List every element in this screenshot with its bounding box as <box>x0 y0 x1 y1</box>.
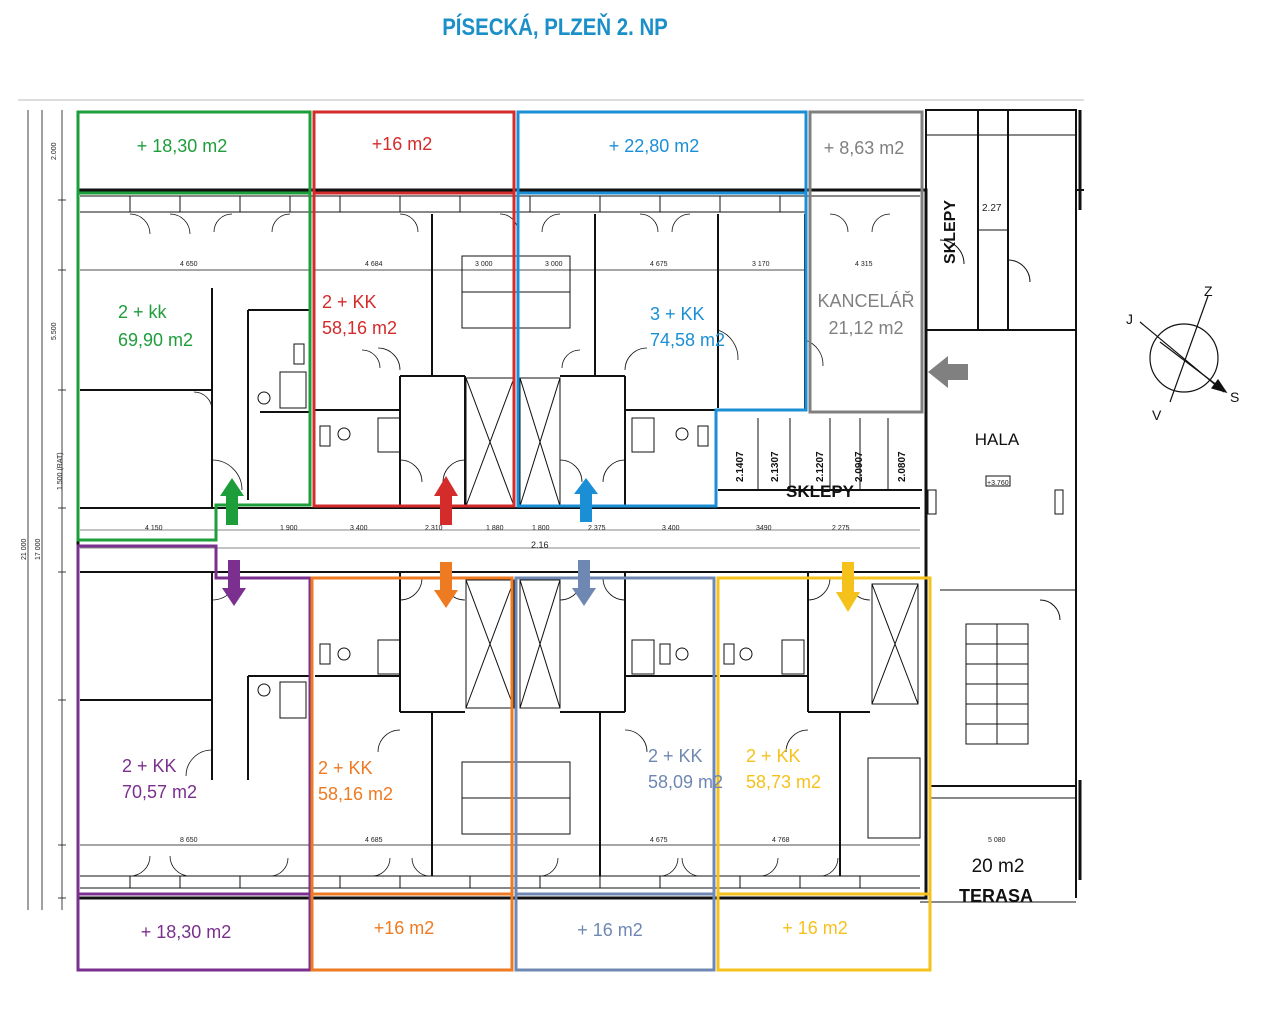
unit-area: 74,58 m2 <box>650 330 725 350</box>
dim-label: 1 880 <box>486 525 504 532</box>
terrace-area: + 16 m2 <box>577 920 643 940</box>
terrace-area: 20 m2 <box>972 856 1025 877</box>
unit-area: 58,16 m2 <box>318 784 393 804</box>
dimension-labels: 4 650 4 684 3 000 3 000 4 675 3 170 4 31… <box>21 142 1009 844</box>
dim-label: 4 315 <box>855 261 873 268</box>
unit-area: 58,73 m2 <box>746 772 821 792</box>
dim-label: 1.500 (RAT) <box>57 452 64 490</box>
dim-label: 4 675 <box>650 837 668 844</box>
unit-area: 21,12 m2 <box>828 318 903 338</box>
entry-arrow-icon <box>222 560 246 606</box>
dim-label: 17 000 <box>35 538 42 560</box>
dim-label: 2.000 <box>51 142 58 160</box>
entry-arrow-icon <box>572 560 596 606</box>
dim-label: 4 684 <box>365 261 383 268</box>
compass-label: S <box>1230 389 1239 405</box>
compass-icon: Z J V S <box>1126 283 1239 423</box>
compass-label: Z <box>1204 283 1213 299</box>
cellar-label: 2.0907 <box>854 451 865 482</box>
room-label-hala: HALA <box>975 430 1020 449</box>
dim-label: 1 900 <box>280 525 298 532</box>
dim-label: 4 675 <box>650 261 668 268</box>
unit-type: 2 + KK <box>746 746 801 766</box>
unit-area: 58,09 m2 <box>648 772 723 792</box>
dim-label: 4 685 <box>365 837 383 844</box>
terrace-area: +16 m2 <box>374 918 435 938</box>
terrace-area: + 18,30 m2 <box>141 922 232 942</box>
cellar-label: 2.1407 <box>735 451 746 482</box>
cellar-label: 2.1207 <box>815 451 826 482</box>
unit-labels: + 18,30 m2 +16 m2 + 22,80 m2 + 8,63 m2 2… <box>118 134 915 942</box>
dim-label: 3 170 <box>752 261 770 268</box>
dim-label: 1 800 <box>532 525 550 532</box>
plan-linework <box>18 99 1084 910</box>
compass-label: V <box>1152 407 1162 423</box>
entry-arrow-icon <box>836 562 860 612</box>
room-labels: SKLEPY SKLEPY HALA 20 m2 TERASA 2.1407 2… <box>735 200 1033 906</box>
terrace-area: + 22,80 m2 <box>609 136 700 156</box>
compass-label: J <box>1126 311 1133 327</box>
unit-outline-red <box>312 110 516 508</box>
unit-type: 2 + kk <box>118 302 168 322</box>
unit-type: 2 + KK <box>122 756 177 776</box>
dim-label: 2.375 <box>588 525 606 532</box>
terrace-area: + 18,30 m2 <box>137 136 228 156</box>
dim-label: 21 000 <box>21 538 28 560</box>
cellar-label: 2.1307 <box>770 451 781 482</box>
corridor-width: 2.16 <box>531 540 549 550</box>
entry-arrow-icon <box>928 356 968 388</box>
terrace-area: +16 m2 <box>372 134 433 154</box>
dim-label: 4 650 <box>180 261 198 268</box>
dim-label: 5 080 <box>988 837 1006 844</box>
terrace-area: + 8,63 m2 <box>824 138 905 158</box>
dim-label: 2 275 <box>832 525 850 532</box>
entry-arrows <box>220 356 968 612</box>
cellar-label: 2.0807 <box>897 451 908 482</box>
unit-outlines <box>76 110 932 972</box>
unit-outline-green <box>76 110 312 542</box>
dim-label: 4 150 <box>145 525 163 532</box>
unit-outline-yellow <box>716 576 932 972</box>
entry-arrow-icon <box>434 476 458 525</box>
page-title: PÍSECKÁ, PLZEŇ 2. NP <box>442 14 668 41</box>
room-label-terasa: TERASA <box>959 886 1033 906</box>
dim-label: 4 768 <box>772 837 790 844</box>
dim-label: 5.500 <box>51 322 58 340</box>
unit-type: 2 + KK <box>648 746 703 766</box>
entry-arrow-icon <box>434 562 458 608</box>
dim-label: 3 400 <box>662 525 680 532</box>
unit-outline-orange <box>310 576 514 972</box>
cellar-number: 2.27 <box>982 203 1002 214</box>
room-label-sklepy: SKLEPY <box>786 482 855 501</box>
office-outline <box>808 110 924 414</box>
dim-label: 3 000 <box>475 261 493 268</box>
unit-type: 2 + KK <box>322 292 377 312</box>
entry-arrow-icon <box>574 478 598 522</box>
unit-area: 70,57 m2 <box>122 782 197 802</box>
dim-label: 2.310 <box>425 525 443 532</box>
level-mark: +3.760 <box>987 480 1009 487</box>
unit-area: 69,90 m2 <box>118 330 193 350</box>
dim-label: 3 000 <box>545 261 563 268</box>
unit-outline-slate <box>514 576 716 972</box>
dim-label: 3490 <box>756 525 772 532</box>
dim-label: 3 400 <box>350 525 368 532</box>
dim-label: 8 650 <box>180 837 198 844</box>
unit-outline-purple <box>76 544 312 972</box>
unit-type: KANCELÁŘ <box>817 291 914 311</box>
unit-type: 3 + KK <box>650 304 705 324</box>
terrace-area: + 16 m2 <box>782 918 848 938</box>
entry-arrow-icon <box>220 478 244 525</box>
room-label-sklepy: SKLEPY <box>942 200 959 264</box>
unit-area: 58,16 m2 <box>322 318 397 338</box>
unit-type: 2 + KK <box>318 758 373 778</box>
